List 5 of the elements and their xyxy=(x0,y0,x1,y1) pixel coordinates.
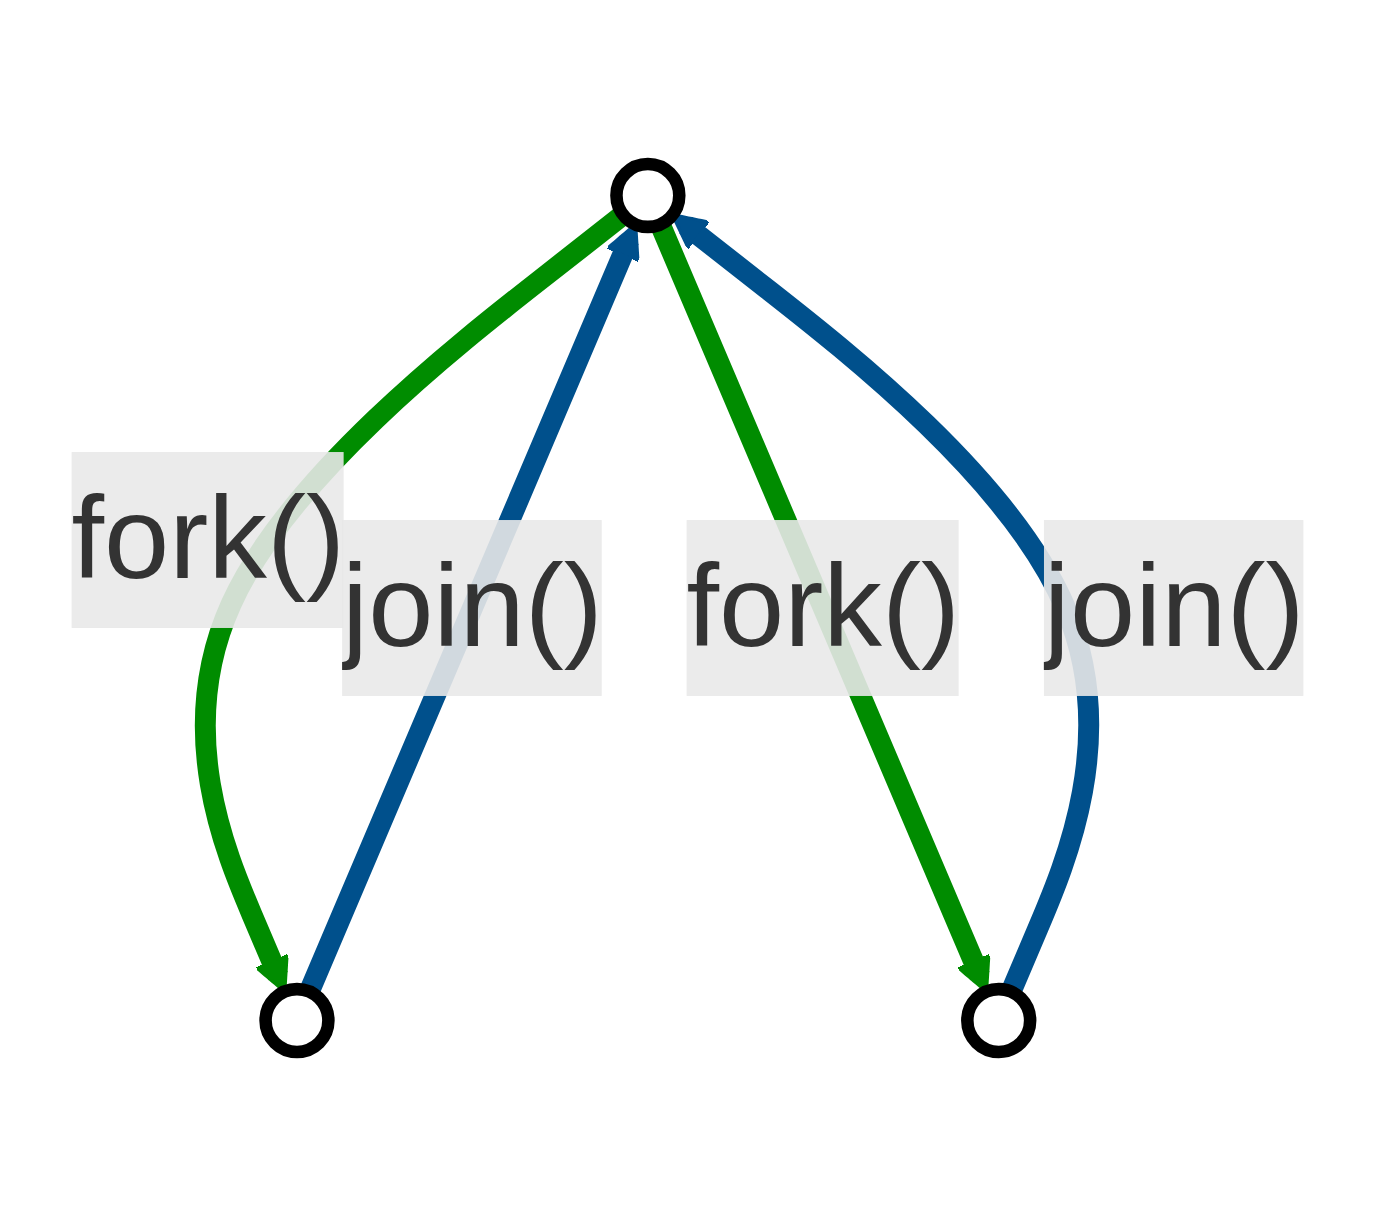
node-circle xyxy=(259,982,335,1059)
node-circle xyxy=(610,157,686,234)
edge-label: join() xyxy=(1043,540,1305,671)
node-circle xyxy=(961,982,1037,1059)
edge-label: fork() xyxy=(686,540,961,671)
